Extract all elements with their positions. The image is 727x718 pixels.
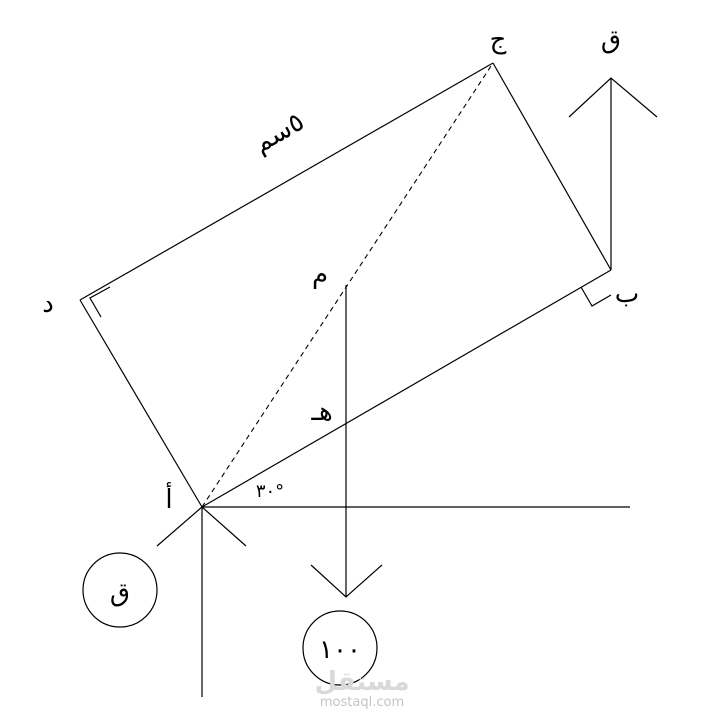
circle-bottom-label: ١٠٠ [319, 635, 361, 665]
label-vertex-b: ب [615, 279, 639, 309]
force-arrowhead-b [568, 77, 658, 118]
label-force-top: ق [601, 25, 621, 55]
side-a-b [201, 269, 612, 508]
label-vertex-m: م [312, 260, 328, 290]
circle-left [82, 552, 158, 628]
label-vertex-d: د [42, 289, 54, 319]
diagonal-a-j [201, 62, 494, 508]
side-d-a [79, 299, 203, 508]
circle-left-label: ق [110, 578, 130, 608]
label-side-length: ٥سم [249, 107, 310, 160]
weight-arrowhead-m [310, 564, 383, 598]
watermark-arabic: مستقل [314, 667, 409, 697]
right-angle-marker-b [580, 286, 612, 307]
label-angle: ٣٠° [256, 481, 284, 502]
label-vertex-h: هـ [310, 397, 332, 427]
label-vertex-a: أ [165, 481, 172, 515]
side-b-j [492, 62, 612, 271]
watermark-latin: mostaql.com [320, 695, 404, 710]
side-j-d [79, 62, 494, 301]
label-vertex-j: ج [490, 25, 507, 55]
right-angle-marker-d [89, 286, 111, 318]
force-arrow-a-right [201, 506, 247, 547]
force-arrow-a-left [156, 506, 203, 547]
circle-bottom [302, 610, 378, 686]
